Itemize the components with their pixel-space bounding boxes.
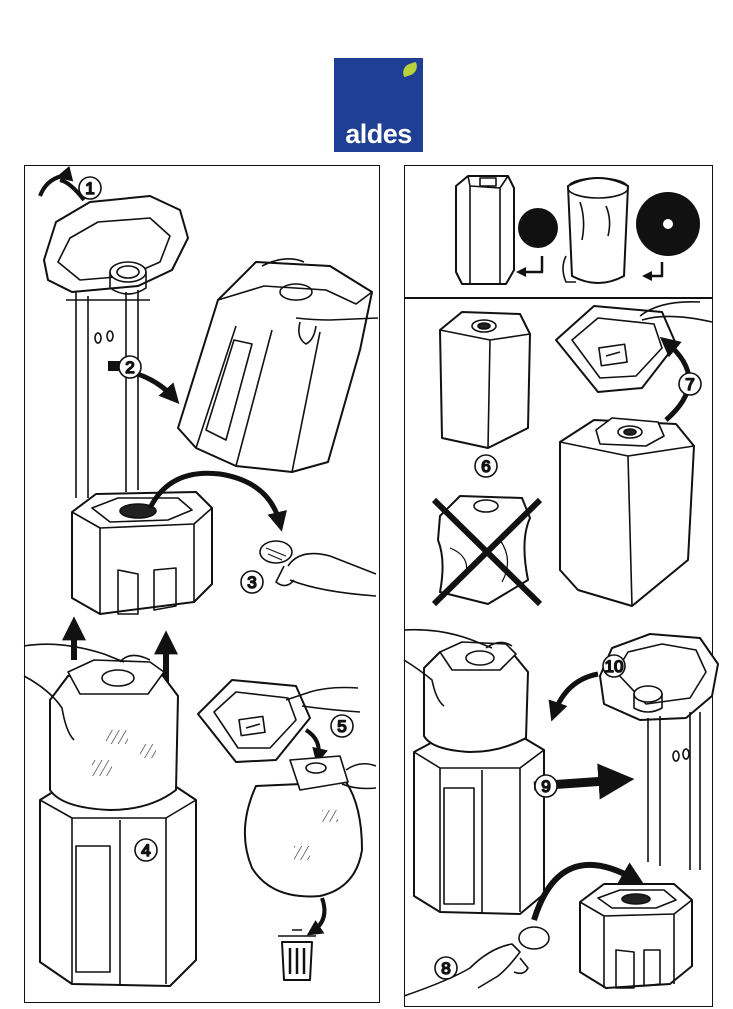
step9-number: 9 <box>541 777 550 796</box>
black-filter-disc-large <box>636 192 700 281</box>
trash-bin-icon <box>278 929 316 981</box>
step9-canister <box>403 628 545 915</box>
step10-number: 10 <box>605 657 624 676</box>
logo-wordmark: aldes <box>345 119 412 149</box>
step5-sealed-bag <box>243 755 377 936</box>
step3-filter-hand <box>259 540 377 597</box>
base-unit-top <box>71 491 213 615</box>
step6-number: 6 <box>481 457 490 476</box>
step7-lid-plate <box>555 300 713 393</box>
step10-cover <box>599 633 719 870</box>
step9-marker: 9 <box>534 774 558 798</box>
step6-bag-correct <box>439 311 531 449</box>
step4-marker: 4 <box>134 838 158 862</box>
step1-cover-removal <box>38 165 189 295</box>
support-column <box>66 290 150 498</box>
motor-housing-reference <box>562 177 629 284</box>
step8-marker: 8 <box>434 956 458 980</box>
canister-body-lifted <box>177 258 379 473</box>
step1-number: 1 <box>85 179 94 198</box>
step3-number: 3 <box>247 573 256 592</box>
step8-base-unit <box>579 883 693 989</box>
step5-number: 5 <box>337 717 346 736</box>
step4-filter-bag <box>23 643 179 811</box>
step8-number: 8 <box>441 959 450 978</box>
step7-new-bag <box>559 417 695 607</box>
step8-arrow <box>531 862 645 921</box>
step10-marker: 10 <box>602 654 626 678</box>
step6-bag-incorrect <box>431 495 543 607</box>
step4-number: 4 <box>141 841 150 860</box>
black-filter-disc-small <box>516 208 558 277</box>
aldes-logo: aldes <box>334 58 423 152</box>
step7-marker: 7 <box>678 372 702 396</box>
step10-arrow <box>548 671 599 722</box>
filter-bag-reference <box>455 175 515 285</box>
step5-lid-plate <box>197 679 361 763</box>
step4-canister <box>39 779 197 987</box>
step2-marker: 2 <box>118 355 142 379</box>
step3-arrow <box>147 470 287 532</box>
step7-number: 7 <box>685 375 694 394</box>
step1-marker: 1 <box>78 176 102 200</box>
step2-number: 2 <box>125 358 134 377</box>
step6-marker: 6 <box>474 454 498 478</box>
cross-out-icon <box>431 497 543 607</box>
step8-filter-hand <box>403 926 550 997</box>
step5-arrow <box>304 728 328 765</box>
step3-marker: 3 <box>240 570 264 594</box>
step5-marker: 5 <box>330 714 354 738</box>
